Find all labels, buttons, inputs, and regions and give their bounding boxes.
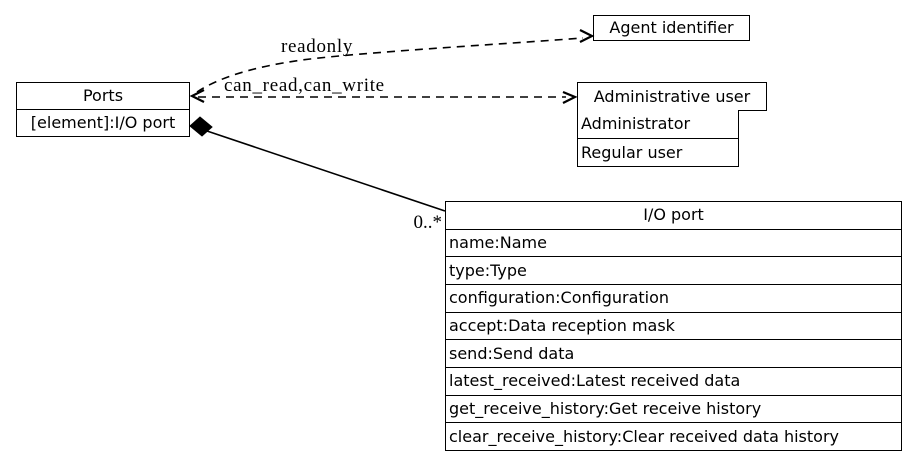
edge-label-readonly: readonly <box>280 36 354 57</box>
io-port-title: I/O port <box>643 205 704 225</box>
edge-label-multiplicity: 0..* <box>413 212 443 233</box>
node-ports: Ports [element]:I/O port <box>16 82 190 137</box>
composition-edge-line <box>206 130 446 212</box>
io-port-attribute: configuration:Configuration <box>446 284 901 312</box>
administrative-user-attribute: Regular user <box>578 137 738 167</box>
node-io-port: I/O port name:Name type:Type configurati… <box>445 201 902 451</box>
arrowhead-into-administrative-user-icon <box>562 90 578 104</box>
node-administrative-user: Administrative user <box>577 82 767 111</box>
io-port-attribute: clear_receive_history:Clear received dat… <box>446 422 901 450</box>
node-administrative-user-attributes: Administrator Regular user <box>577 110 739 168</box>
arrowhead-into-agent-identifier-icon <box>579 29 595 43</box>
io-port-attribute: send:Send data <box>446 339 901 367</box>
io-port-attribute: type:Type <box>446 256 901 284</box>
agent-identifier-title: Agent identifier <box>609 18 734 37</box>
administrative-user-title: Administrative user <box>593 86 751 106</box>
composition-diamond-icon <box>189 116 213 137</box>
ports-title: Ports <box>82 86 124 105</box>
arrowhead-into-ports-icon <box>189 89 205 103</box>
io-port-attribute: name:Name <box>446 228 901 257</box>
ports-attribute: [element]:I/O port <box>17 109 189 136</box>
io-port-attribute: accept:Data reception mask <box>446 311 901 340</box>
administrative-user-attribute: Administrator <box>581 114 691 134</box>
io-port-attribute: latest_received:Latest received data <box>446 367 901 395</box>
edge-label-can-read-can-write: can_read,can_write <box>224 75 385 96</box>
node-agent-identifier: Agent identifier <box>593 15 750 41</box>
io-port-attribute: get_receive_history:Get receive history <box>446 394 901 423</box>
